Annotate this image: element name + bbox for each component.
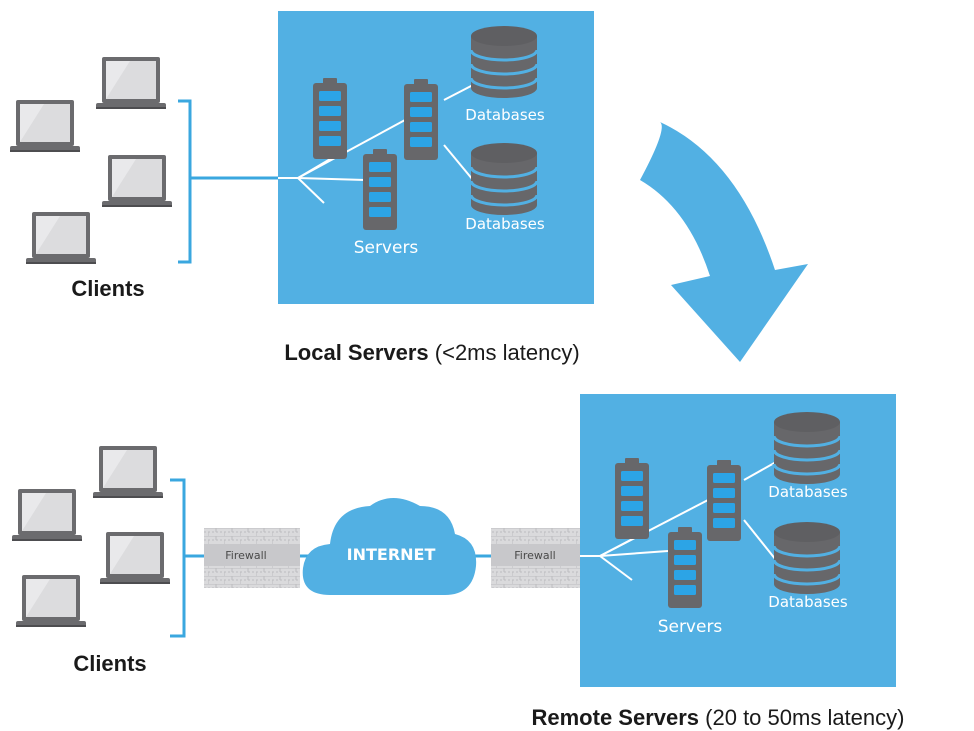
server-icon [313, 78, 347, 159]
remote-servers-caption: Remote Servers (20 to 50ms latency) [532, 705, 905, 730]
bottom-section: Clients Firewall INTERNET Firewall [12, 394, 904, 730]
local-caption-rest: (<2ms latency) [429, 340, 580, 365]
top-fan-lines [278, 84, 474, 204]
laptop-icon [16, 575, 86, 627]
internet-label: INTERNET [347, 545, 436, 564]
top-db-label-2: Databases [465, 215, 545, 233]
laptop-icon [100, 532, 170, 584]
laptop-icon [102, 155, 172, 207]
top-servers-label: Servers [354, 238, 419, 258]
firewall-left-label: Firewall [225, 549, 266, 562]
bottom-db-label-1: Databases [768, 483, 848, 501]
bottom-clients-label: Clients [73, 651, 146, 676]
laptop-icon [96, 57, 166, 109]
top-section: Clients Databases Databases Servers Loca… [10, 11, 594, 365]
top-clients-label: Clients [71, 276, 144, 301]
database-icon [469, 24, 539, 100]
top-clients-group [10, 57, 172, 264]
top-client-connector [178, 99, 278, 264]
laptop-icon [12, 489, 82, 541]
arrow-icon [640, 122, 808, 362]
local-servers-caption: Local Servers (<2ms latency) [284, 340, 579, 365]
database-icon [469, 141, 539, 217]
server-icon [668, 527, 702, 608]
cloud-icon: INTERNET [302, 498, 477, 595]
firewall-icon-left: Firewall [204, 528, 300, 588]
database-icon [772, 410, 842, 486]
laptop-icon [26, 212, 96, 264]
bottom-fan-lines [580, 461, 777, 581]
firewall-icon-right: Firewall [491, 528, 585, 588]
server-icon [404, 79, 438, 160]
laptop-icon [93, 446, 163, 498]
firewall-right-label: Firewall [514, 549, 555, 562]
remote-caption-bold: Remote Servers [532, 705, 700, 730]
server-icon [363, 149, 397, 230]
top-db-label-1: Databases [465, 106, 545, 124]
database-icon [772, 520, 842, 596]
remote-caption-rest: (20 to 50ms latency) [699, 705, 904, 730]
server-icon [615, 458, 649, 539]
bottom-clients-group [12, 446, 170, 627]
bottom-servers-label: Servers [658, 617, 723, 637]
local-caption-bold: Local Servers [284, 340, 428, 365]
laptop-icon [10, 100, 80, 152]
server-icon [707, 460, 741, 541]
bottom-db-label-2: Databases [768, 593, 848, 611]
